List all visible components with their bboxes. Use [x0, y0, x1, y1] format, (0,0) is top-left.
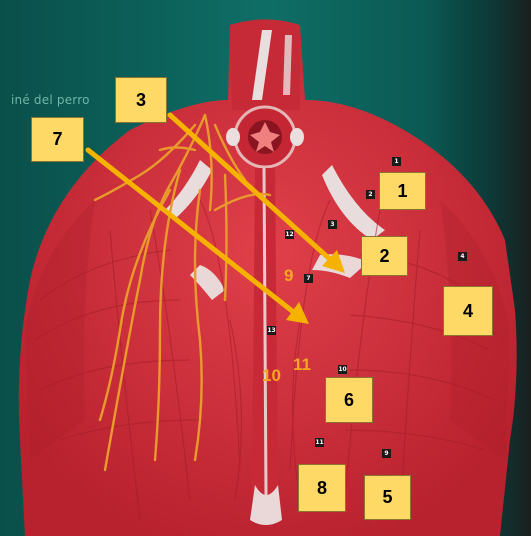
trachea-right-lobe — [290, 128, 304, 146]
sternum-line — [264, 168, 266, 495]
label-10: 10 — [262, 367, 281, 384]
callout-box-6: 6 — [325, 377, 373, 423]
callout-box-8: 8 — [298, 464, 346, 512]
callout-box-3: 3 — [115, 77, 167, 123]
poster-tag-9: 9 — [382, 449, 391, 458]
poster-tag-1: 1 — [392, 157, 401, 166]
poster-tag-2: 2 — [366, 190, 375, 199]
label-11: 11 — [293, 356, 311, 373]
callout-box-2: 2 — [361, 236, 408, 276]
trachea-left-lobe — [226, 128, 240, 146]
poster-tag-12: 12 — [285, 230, 294, 239]
poster-tag-10: 10 — [338, 365, 347, 374]
callout-box-7: 7 — [31, 117, 84, 162]
callout-box-5: 5 — [364, 475, 411, 520]
poster-tag-7: 7 — [304, 274, 313, 283]
poster-tag-11: 11 — [315, 438, 324, 447]
poster-tag-13: 13 — [267, 326, 276, 335]
poster-caption: iné del perro — [11, 93, 90, 107]
callout-box-1: 1 — [379, 172, 426, 210]
poster-tag-3: 3 — [328, 220, 337, 229]
poster-tag-4: 4 — [458, 252, 467, 261]
callout-box-4: 4 — [443, 286, 493, 336]
label-9: 9 — [284, 267, 293, 284]
